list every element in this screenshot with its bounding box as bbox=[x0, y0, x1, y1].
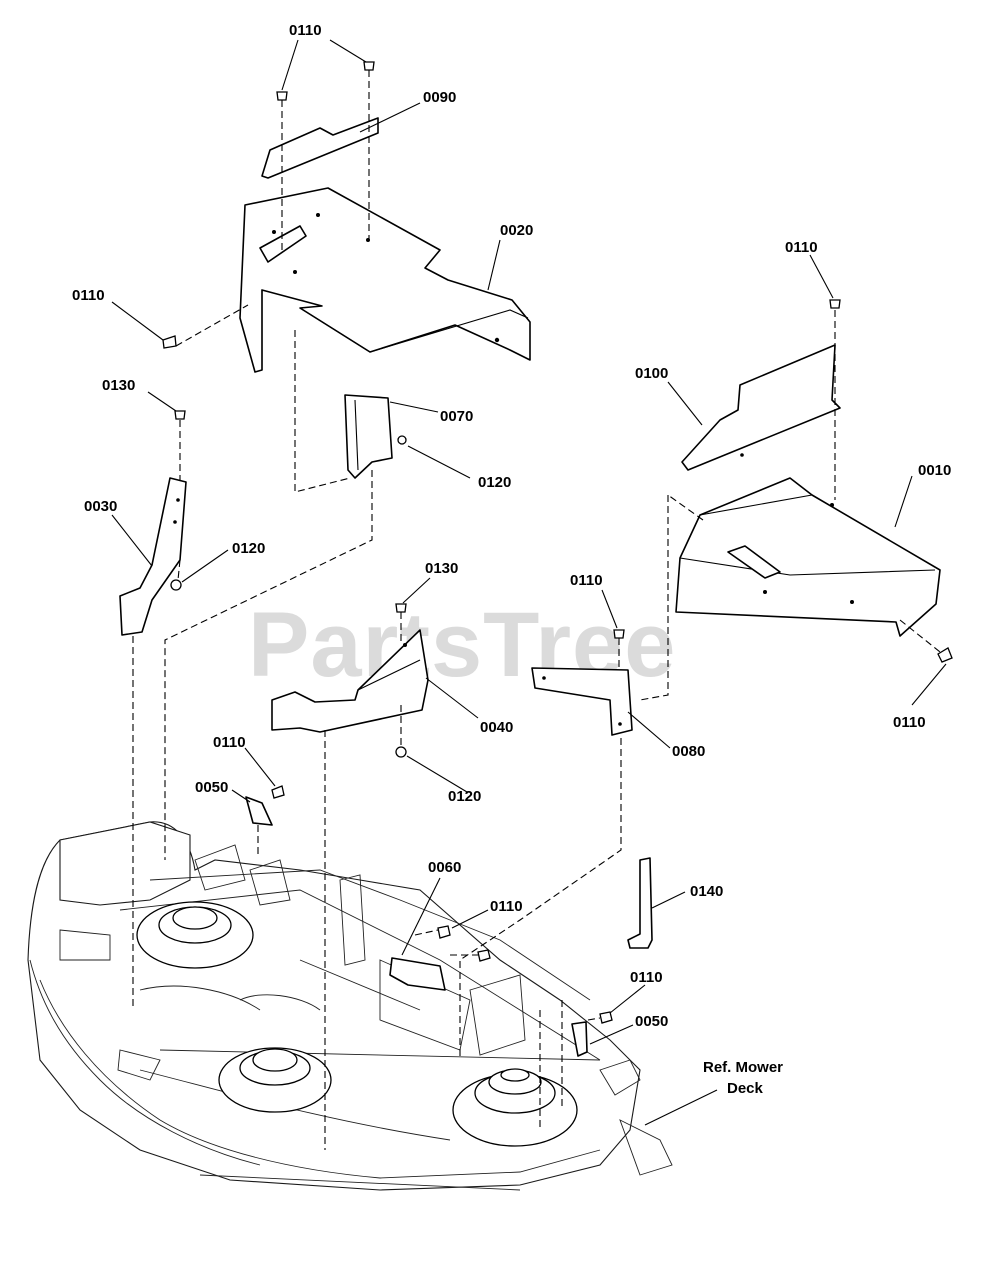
callout-0050-a: 0050 bbox=[195, 779, 228, 796]
part-0050-right bbox=[571, 1021, 588, 1057]
callout-0110-h: 0110 bbox=[630, 969, 663, 986]
callout-0100: 0100 bbox=[635, 365, 668, 382]
part-0050-left bbox=[245, 796, 273, 826]
part-0030 bbox=[119, 477, 187, 636]
callout-0020: 0020 bbox=[500, 222, 533, 239]
callout-0110-f: 0110 bbox=[213, 734, 246, 751]
callout-0070: 0070 bbox=[440, 408, 473, 425]
callout-0120-c: 0120 bbox=[448, 788, 481, 805]
callout-0120-b: 0120 bbox=[232, 540, 265, 557]
mower-deck bbox=[27, 821, 673, 1191]
callout-0110-g: 0110 bbox=[490, 898, 523, 915]
part-0060 bbox=[389, 957, 446, 991]
callout-0110-d: 0110 bbox=[570, 572, 603, 589]
leader-lines bbox=[111, 39, 947, 1126]
reference-mower-deck-label: Ref. Mower Deck bbox=[703, 1059, 783, 1097]
callout-0120-a: 0120 bbox=[478, 474, 511, 491]
part-0070 bbox=[344, 394, 393, 479]
part-0080 bbox=[531, 667, 633, 736]
callout-0030: 0030 bbox=[84, 498, 117, 515]
ref-label-line2: Deck bbox=[727, 1080, 764, 1097]
callout-0110-c: 0110 bbox=[785, 239, 818, 256]
callout-0060: 0060 bbox=[428, 859, 461, 876]
callout-0130-a: 0130 bbox=[102, 377, 135, 394]
callout-0140: 0140 bbox=[690, 883, 723, 900]
callout-0110-e: 0110 bbox=[893, 714, 926, 731]
part-0040 bbox=[271, 629, 429, 733]
part-0140 bbox=[627, 857, 653, 949]
callout-0090: 0090 bbox=[423, 89, 456, 106]
ref-label-line1: Ref. Mower bbox=[703, 1059, 783, 1076]
part-0090 bbox=[261, 117, 379, 179]
callout-0040: 0040 bbox=[480, 719, 513, 736]
part-0020 bbox=[239, 187, 531, 373]
callout-labels: 0110 0090 0020 0110 0130 0070 0120 0030 … bbox=[72, 22, 951, 1030]
callout-0080: 0080 bbox=[672, 743, 705, 760]
callout-0110-a: 0110 bbox=[289, 22, 322, 39]
callout-0050-b: 0050 bbox=[635, 1013, 668, 1030]
callout-0110-b: 0110 bbox=[72, 287, 105, 304]
callout-0010: 0010 bbox=[918, 462, 951, 479]
assembly-lines bbox=[132, 70, 941, 1150]
callout-0130-b: 0130 bbox=[425, 560, 458, 577]
part-0100 bbox=[681, 344, 841, 471]
part-0010 bbox=[675, 477, 941, 637]
